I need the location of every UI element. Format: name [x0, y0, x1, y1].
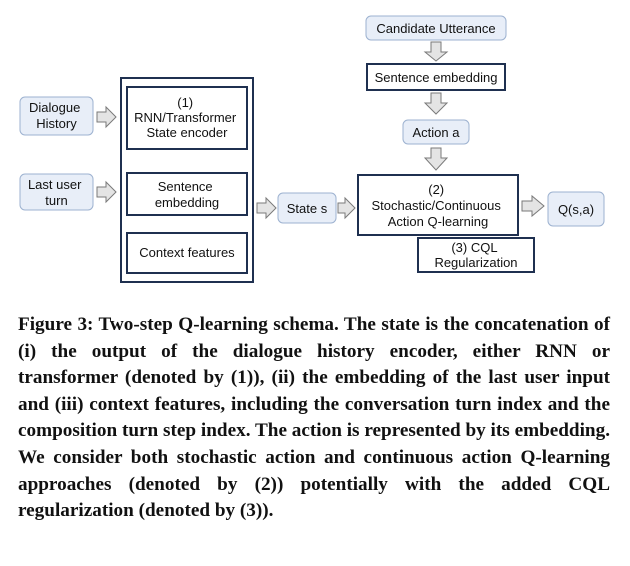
- state-encoder-line-3: State encoder: [147, 125, 229, 140]
- dialogue-history-line-1: Dialogue: [29, 100, 80, 115]
- arrow-last-user-turn: [96, 180, 117, 204]
- cql-regularization-label: (3) CQL Regularization: [434, 240, 517, 270]
- sentence-embedding-left-label: Sentence embedding: [155, 179, 219, 210]
- state-encoder-box: (1) RNN/Transformer State encoder: [126, 86, 248, 150]
- candidate-utterance-label: Candidate Utterance: [376, 21, 495, 36]
- arrow-candidate-to-embedding: [423, 41, 449, 62]
- state-encoder-line-1: (1): [177, 95, 193, 110]
- candidate-utterance-line-1: Candidate Utterance: [376, 21, 495, 36]
- q-learning-line-3: Action Q-learning: [388, 214, 488, 229]
- last-user-turn-label: Last user turn: [28, 177, 85, 208]
- action-box: Action a: [402, 119, 470, 145]
- last-user-turn-line-2: turn: [45, 193, 67, 208]
- q-learning-label: (2) Stochastic/Continuous Action Q-learn…: [372, 182, 505, 229]
- q-learning-line-2: Stochastic/Continuous: [372, 198, 502, 213]
- q-output-box: Q(s,a): [547, 191, 605, 227]
- arrow-to-q-output: [521, 194, 545, 218]
- arrow-to-state: [256, 196, 277, 220]
- last-user-turn-line-1: Last user: [28, 177, 82, 192]
- sentence-embedding-left-line-2: embedding: [155, 195, 219, 210]
- sentence-embedding-left-box: Sentence embedding: [126, 172, 248, 216]
- cql-line-1: (3) CQL: [451, 240, 497, 255]
- last-user-turn-box: Last user turn: [19, 173, 94, 211]
- q-output-line-1: Q(s,a): [558, 202, 594, 217]
- sentence-embedding-right-box: Sentence embedding: [366, 63, 506, 91]
- dialogue-history-line-2: History: [36, 116, 77, 131]
- q-learning-line-1: (2): [428, 182, 444, 197]
- cql-line-2: Regularization: [434, 255, 517, 270]
- dialogue-history-box: Dialogue History: [19, 96, 94, 136]
- state-encoder-line-2: RNN/Transformer: [134, 110, 237, 125]
- state-box: State s: [277, 192, 337, 224]
- dialogue-history-label: Dialogue History: [29, 100, 84, 131]
- sentence-embedding-left-line-1: Sentence: [158, 179, 213, 194]
- q-output-label: Q(s,a): [558, 202, 594, 217]
- q-learning-schema-diagram: Dialogue History Last user turn (1) RNN/…: [19, 15, 605, 283]
- context-features-label: Context features: [139, 245, 235, 260]
- q-learning-box: (2) Stochastic/Continuous Action Q-learn…: [357, 174, 519, 236]
- action-line-1: Action a: [413, 125, 461, 140]
- state-encoder-label: (1) RNN/Transformer State encoder: [134, 95, 240, 140]
- figure-caption: Figure 3: Two-step Q-learning schema. Th…: [18, 314, 610, 522]
- context-features-line-1: Context features: [139, 245, 235, 260]
- arrow-embedding-to-action: [423, 92, 449, 115]
- arrow-action-to-q-learning: [423, 147, 449, 171]
- sentence-embedding-right-line-1: Sentence embedding: [375, 70, 498, 85]
- state-line-1: State s: [287, 201, 328, 216]
- candidate-utterance-box: Candidate Utterance: [365, 15, 507, 41]
- arrow-state-to-q-learning: [337, 196, 356, 220]
- state-label: State s: [287, 201, 328, 216]
- cql-regularization-box: (3) CQL Regularization: [417, 237, 535, 273]
- action-label: Action a: [413, 125, 461, 140]
- arrow-dialogue-history: [96, 105, 117, 129]
- sentence-embedding-right-label: Sentence embedding: [375, 70, 498, 85]
- context-features-box: Context features: [126, 232, 248, 274]
